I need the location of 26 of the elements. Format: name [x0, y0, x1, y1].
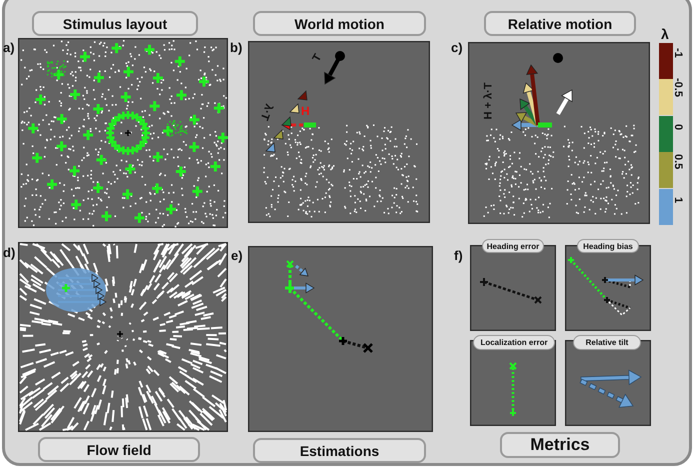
panel-letter: a) — [3, 40, 15, 55]
panel-letter: c) — [451, 40, 463, 55]
colorbar-tick-label: -0.5 — [672, 78, 684, 98]
panel-title: Relative tilt — [573, 335, 641, 350]
colorbar-title: λ — [661, 26, 669, 42]
panel-title: Localization error — [473, 335, 555, 350]
panel-letter: d) — [3, 245, 16, 260]
colorbar-tick-label: 0 — [672, 124, 684, 130]
vector-label: H + λ·T — [482, 82, 494, 120]
vector-label: T — [310, 52, 324, 64]
panel-title: Estimations — [253, 438, 426, 463]
panel-title: Heading error — [482, 239, 544, 253]
panel-letter: f) — [454, 248, 463, 263]
panel-title: Metrics — [500, 432, 620, 458]
panel-title: World motion — [253, 11, 426, 36]
panel-letter: e) — [231, 248, 243, 263]
panel-letter: b) — [230, 40, 242, 55]
colorbar-tick-label: -1 — [672, 48, 684, 58]
colorbar-tick-label: 1 — [672, 196, 684, 203]
vector-label: H — [301, 104, 310, 118]
vector-label: λ·T — [258, 102, 275, 122]
panel-title: Stimulus layout — [32, 11, 198, 36]
panel-title: Flow field — [38, 437, 200, 462]
panel-title: Relative motion — [484, 11, 636, 36]
colorbar-tick-label: 0.5 — [672, 154, 684, 170]
panel-title: Heading bias — [577, 239, 639, 253]
